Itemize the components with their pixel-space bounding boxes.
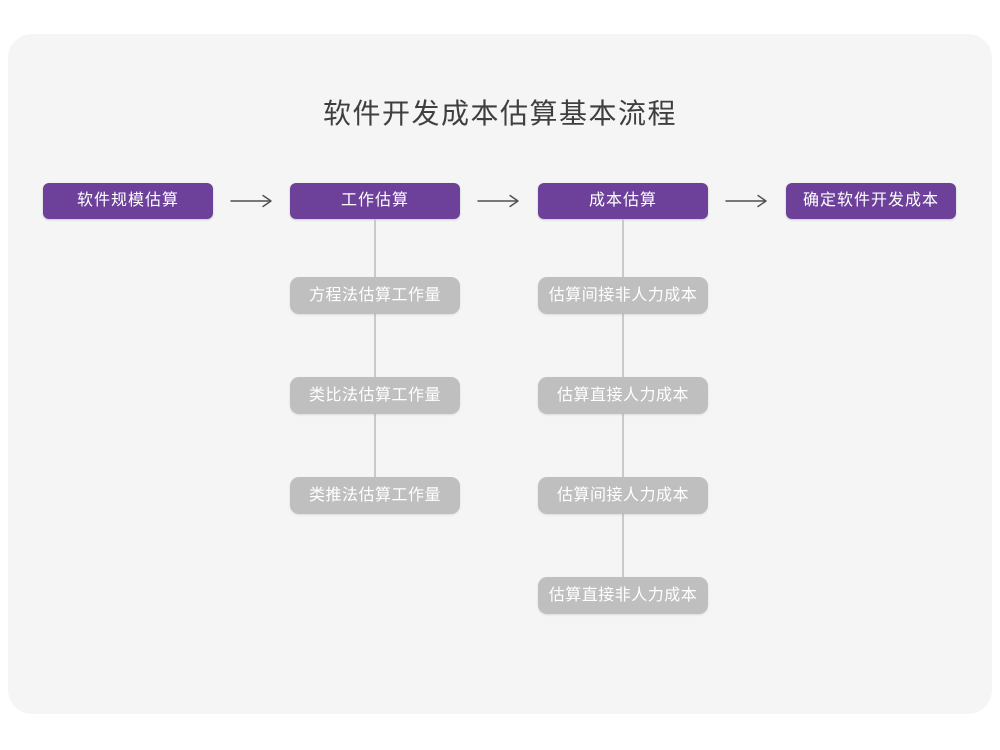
arrow-right-icon <box>477 194 519 208</box>
sub-step-extrapolation-method: 类推法估算工作量 <box>290 477 460 514</box>
flow-step-work-estimation: 工作估算 <box>290 183 460 219</box>
connector-work-estimation <box>374 219 376 481</box>
flow-step-cost-estimation: 成本估算 <box>538 183 708 219</box>
diagram-card <box>8 34 992 714</box>
sub-step-direct-nonlabor-cost: 估算直接非人力成本 <box>538 577 708 614</box>
sub-step-indirect-labor-cost: 估算间接人力成本 <box>538 477 708 514</box>
diagram-title: 软件开发成本估算基本流程 <box>322 98 677 129</box>
sub-step-analogy-method: 类比法估算工作量 <box>290 377 460 414</box>
arrow-right-icon <box>725 194 767 208</box>
sub-step-direct-labor-cost: 估算直接人力成本 <box>538 377 708 414</box>
sub-step-equation-method: 方程法估算工作量 <box>290 277 460 314</box>
sub-step-indirect-nonlabor-cost: 估算间接非人力成本 <box>538 277 708 314</box>
flow-step-determine-software-dev-cost: 确定软件开发成本 <box>786 183 956 219</box>
flow-step-software-size-estimation: 软件规模估算 <box>43 183 213 219</box>
arrow-right-icon <box>230 194 272 208</box>
